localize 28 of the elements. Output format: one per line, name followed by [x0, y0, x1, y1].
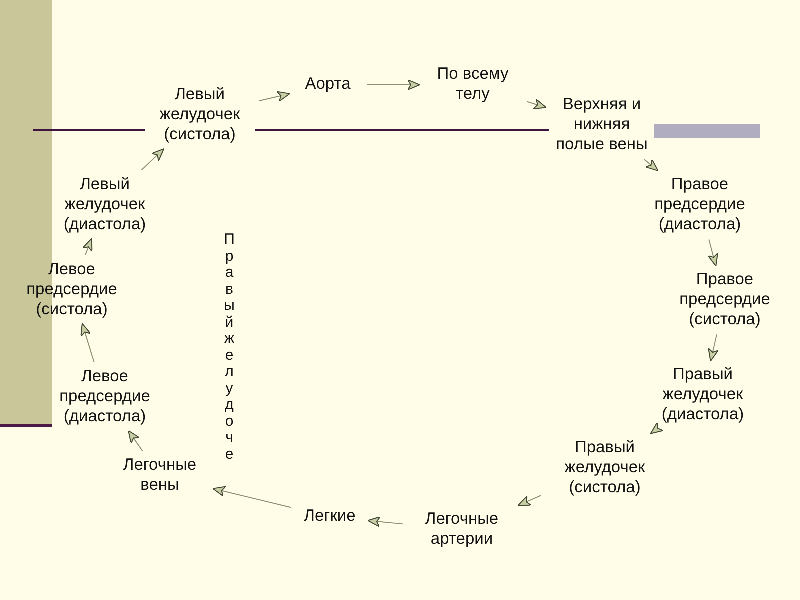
arrow: [366, 80, 420, 90]
vertical-label: Правый желудоче: [223, 232, 236, 463]
arrow: [141, 148, 165, 171]
arrow: [644, 158, 659, 172]
arrow: [368, 516, 404, 528]
arrow: [518, 495, 542, 506]
node-label: Легкие: [295, 506, 365, 528]
node-label: Правое предсердие (систола): [665, 269, 785, 331]
arrow: [80, 323, 95, 363]
arrow: [128, 430, 144, 452]
node-label: Левый желудочек (диастола): [45, 174, 165, 236]
node-label: Правый желудочек (диастола): [643, 364, 763, 426]
arrow: [708, 334, 719, 362]
arrow: [708, 239, 718, 267]
node-label: Аорта: [293, 74, 363, 96]
node-label: По всему телу: [423, 64, 523, 106]
node-label: Левый желудочек (систола): [145, 84, 255, 146]
node-label: Правое предсердие (диастола): [640, 174, 760, 236]
arrow: [258, 91, 290, 102]
node-label: Легочные артерии: [407, 509, 517, 551]
node-label: Правый желудочек (систола): [545, 437, 665, 499]
node-label: Легочные вены: [110, 455, 210, 497]
arrow: [212, 486, 292, 508]
arrow: [526, 98, 547, 110]
arrow: [650, 422, 664, 434]
node-label: Левое предсердие (диастола): [45, 366, 165, 428]
arrow: [82, 238, 93, 256]
node-label: Левое предсердие (систола): [12, 259, 132, 321]
